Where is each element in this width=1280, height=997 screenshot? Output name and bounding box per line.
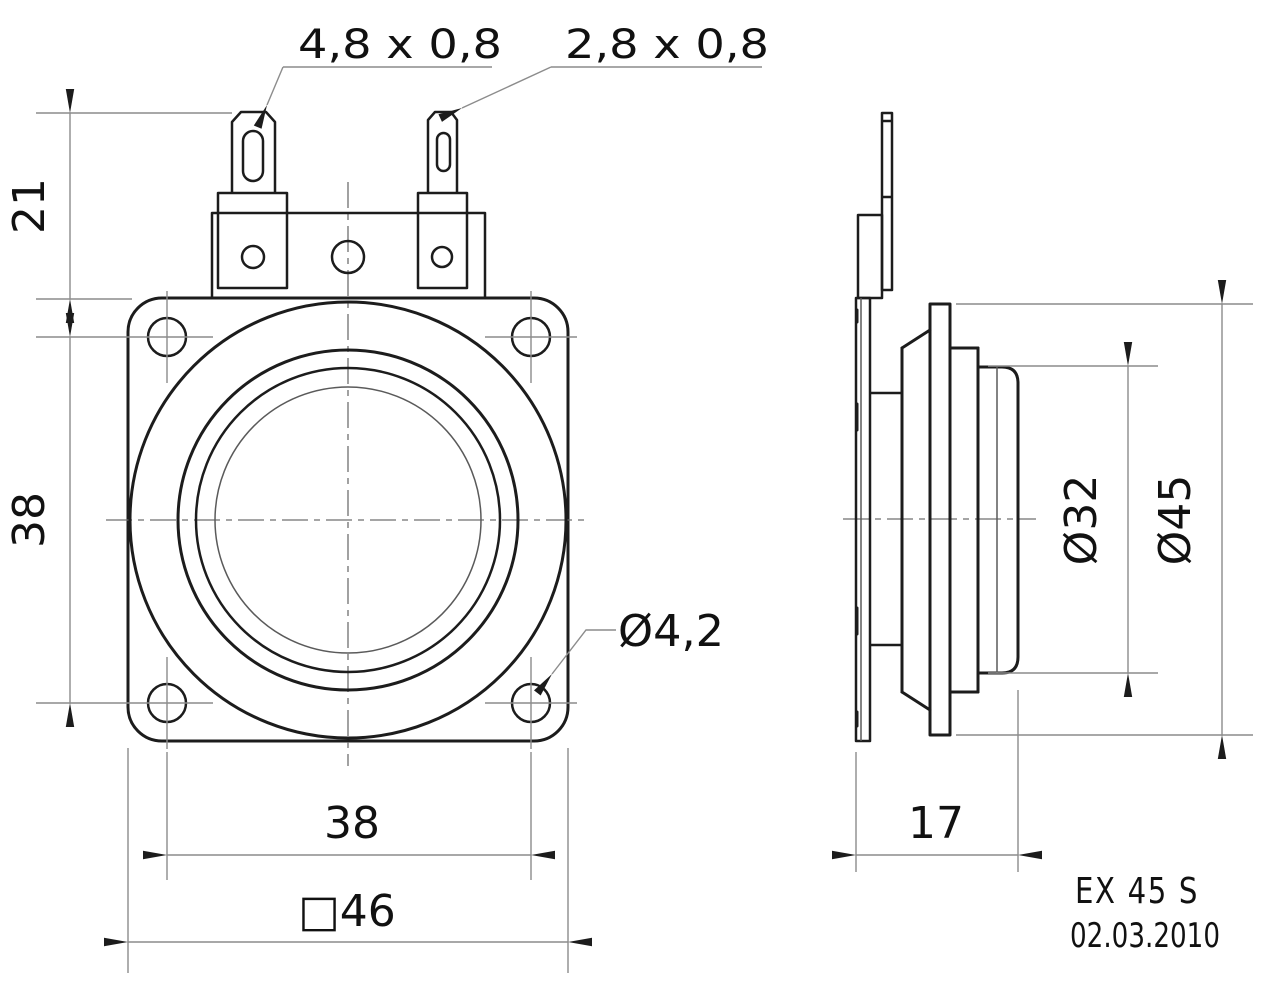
small-tab-base [416,191,469,290]
dim-hole-dia-text: Ø4,2 [618,606,724,657]
surround-inner-circle [194,366,502,674]
terminal-small-leader [438,66,552,122]
mounting-hole-top-right [485,291,577,383]
basket-outer-circle [128,300,568,740]
side-flange-ring [928,302,952,737]
dim-hole-spacing-horizontal: 38 [143,752,555,880]
terminal-large-leader [253,66,284,129]
dim-terminal-small: 2,8 x 0,8 [438,22,769,122]
dim-mounting-hole: Ø4,2 [534,606,724,696]
dim-flange-square: □46 [104,748,592,973]
small-tab-slot [435,131,452,173]
side-terminal-tab [880,111,894,292]
dim-square46-text: □46 [298,886,396,937]
dim-17-text: 17 [908,798,964,849]
small-tab-blade [426,110,459,193]
large-tab-hole [240,244,266,270]
large-tab-blade [230,110,277,193]
terminal-block [210,110,487,300]
side-magnet-cap [976,365,1020,675]
mounting-hole-bottom-left [121,657,213,749]
model-name: EX 45 S [1075,871,1199,912]
front-view [106,110,590,766]
side-terminal-bracket [856,213,884,300]
dim-21-text: 21 [4,178,55,234]
small-tab-hole [430,245,454,269]
dim-terminal-large: 4,8 x 0,8 [253,22,502,129]
dim-hole-spacing-vertical: 38 [4,313,121,727]
terminal-large-label: 4,8 x 0,8 [298,22,502,68]
large-tab-base [216,191,289,290]
dim-dia32-text: Ø32 [1056,475,1107,566]
dim-depth: 17 [832,690,1042,872]
terminal-small-label: 2,8 x 0,8 [565,22,769,68]
dim-38v-text: 38 [4,492,55,548]
title-block: EX 45 S 02.03.2010 [1070,871,1220,956]
surround-outer-circle [176,348,520,692]
dim-terminal-height: 21 [4,89,232,323]
drawing-date: 02.03.2010 [1070,916,1220,956]
dim-front-cap-diameter: Ø32 [988,342,1158,697]
dome-circle [214,386,482,654]
hole-leader [534,629,616,696]
large-tab-slot [241,129,265,183]
side-cone-bottom [900,690,932,712]
mounting-hole-bottom-right [485,657,577,749]
dim-driver-diameter: Ø45 [956,280,1253,759]
terminal-bracket [210,211,487,300]
side-view [843,111,1036,743]
side-mounting-plate [854,296,872,743]
dim-38h-text: 38 [324,798,380,849]
mounting-hole-top-left [121,291,213,383]
dim-dia45-text: Ø45 [1150,475,1201,566]
bracket-center-hole [330,239,366,275]
side-cone-top [900,328,932,350]
